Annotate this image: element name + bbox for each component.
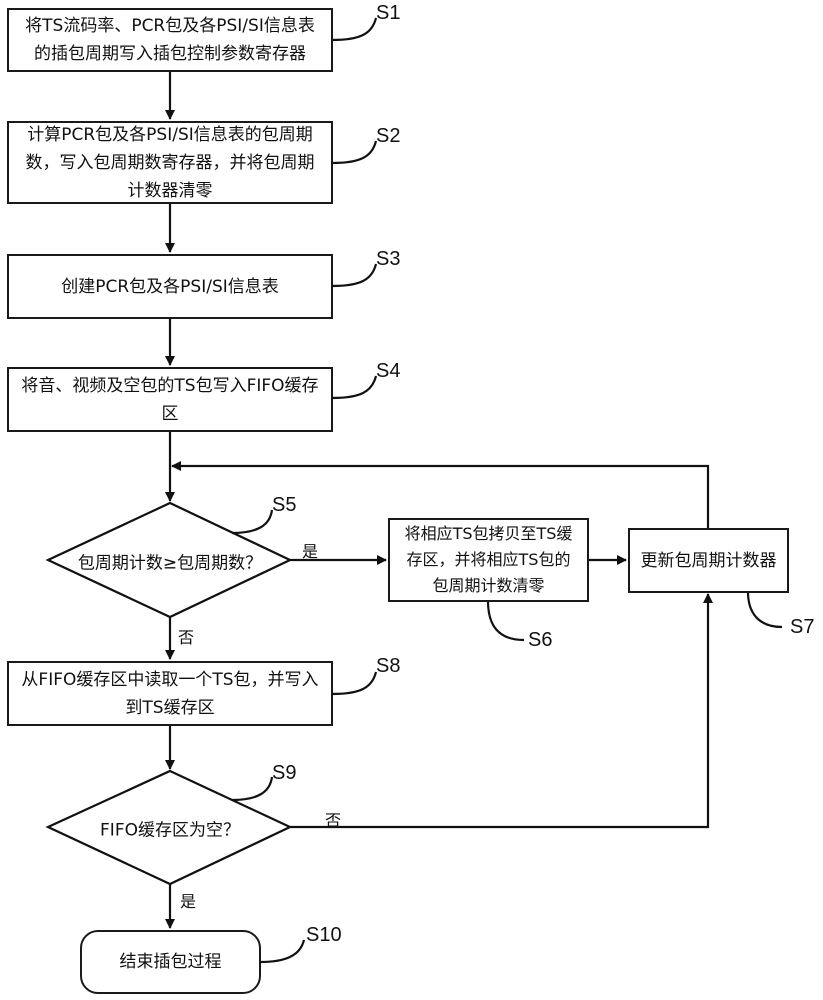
branch-s9-no: 否 [325, 811, 342, 830]
leader-s9 [231, 776, 274, 802]
label-s9: S9 [272, 762, 297, 784]
step-s1-box: 将TS流码率、PCR包及各PSI/SI信息表的插包周期写入插包控制参数寄存器 [7, 8, 333, 72]
step-s1-text: 将TS流码率、PCR包及各PSI/SI信息表的插包周期写入插包控制参数寄存器 [25, 16, 315, 64]
step-s4-text: 将音、视频及空包的TS包写入FIFO缓存区 [21, 375, 319, 424]
label-s7: S7 [790, 616, 815, 638]
step-s7-text: 更新包周期计数器 [640, 550, 777, 571]
step-s3-box: 创建PCR包及各PSI/SI信息表 [7, 254, 333, 319]
leader-s5 [231, 509, 274, 535]
leader-s6 [486, 600, 525, 642]
arrow-s9-s7 [290, 593, 713, 829]
label-s10: S10 [306, 924, 342, 946]
step-s10-text: 结束插包过程 [119, 952, 222, 972]
leader-s8 [331, 671, 378, 696]
label-s2: S2 [376, 125, 401, 147]
arrow-s7-loop [171, 461, 710, 528]
label-s6: S6 [528, 629, 553, 651]
step-s8-box: 从FIFO缓存区中读取一个TS包，并写入到TS缓存区 [7, 661, 333, 726]
step-s8-text: 从FIFO缓存区中读取一个TS包，并写入到TS缓存区 [21, 669, 319, 718]
leader-s4 [331, 375, 378, 400]
leader-s10 [259, 939, 306, 964]
step-s6-text: 将相应TS包拷贝至TS缓存区，并将相应TS包的包周期计数清零 [404, 524, 573, 595]
label-s1: S1 [376, 2, 401, 24]
step-s4-box: 将音、视频及空包的TS包写入FIFO缓存区 [7, 367, 333, 432]
leader-s7 [746, 591, 783, 629]
branch-s9-yes: 是 [180, 892, 197, 911]
decision-s9-text: FIFO缓存区为空？ [100, 820, 240, 841]
leader-s1 [331, 17, 378, 42]
label-s3: S3 [376, 248, 401, 270]
decision-s5-text: 包周期计数≥包周期数？ [77, 553, 263, 574]
label-s4: S4 [376, 360, 401, 382]
step-s7-box: 更新包周期计数器 [628, 528, 789, 593]
leader-s3 [331, 263, 378, 288]
leader-s2 [331, 140, 378, 165]
step-s3-text: 创建PCR包及各PSI/SI信息表 [61, 276, 279, 297]
branch-s5-no: 否 [178, 628, 195, 647]
step-s2-text: 计算PCR包及各PSI/SI信息表的包周期数，写入包周期数寄存器，并将包周期计数… [25, 124, 315, 201]
step-s2-box: 计算PCR包及各PSI/SI信息表的包周期数，写入包周期数寄存器，并将包周期计数… [7, 121, 333, 204]
step-s10-box: 结束插包过程 [80, 930, 261, 994]
label-s8: S8 [376, 655, 401, 677]
branch-s5-yes: 是 [302, 542, 319, 561]
label-s5: S5 [272, 494, 297, 516]
step-s6-box: 将相应TS包拷贝至TS缓存区，并将相应TS包的包周期计数清零 [388, 518, 589, 602]
